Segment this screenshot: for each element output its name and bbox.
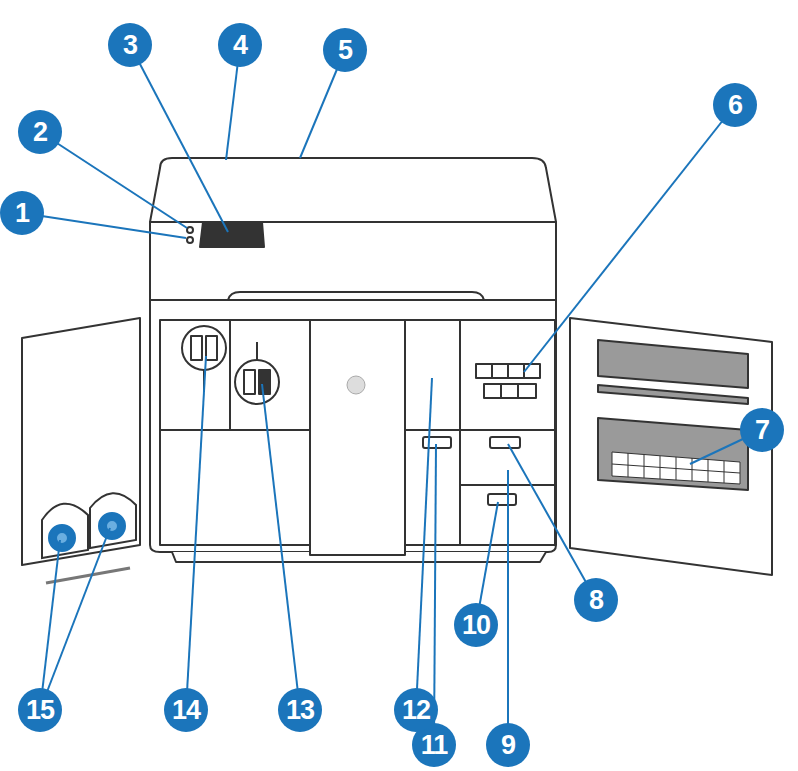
socket-slot [259,370,270,394]
status-light [187,227,193,233]
center-panel [310,320,405,555]
label-grid [612,452,740,484]
body-recess [228,292,484,300]
material-cartridge [49,525,75,551]
callout-number: 15 [18,688,62,732]
left-bay [160,320,310,545]
status-light [187,237,193,243]
callout-number: 13 [278,688,322,732]
door-panel [598,340,748,388]
leader-lines [22,45,762,745]
callout-number: 6 [713,83,757,127]
right-bay [405,320,555,545]
right-door [570,318,772,575]
callout-number: 10 [454,603,498,647]
drawer-handle [488,494,516,505]
drawer-handle [490,437,520,448]
callout-number: 12 [394,688,438,732]
bay-divider [459,320,461,545]
callout-number: 8 [574,578,618,622]
lid-front [150,222,556,300]
lid-top [150,158,556,222]
door-stripe [598,385,748,404]
socket-slot [191,336,202,360]
socket-ring [235,360,279,404]
callout-number: 3 [108,23,152,67]
callout-number: 2 [18,110,62,154]
cartridge-bay [42,504,88,558]
callout-number: 7 [740,408,784,452]
left-door [22,318,140,565]
material-cartridge [99,513,125,539]
socket-slot [206,336,217,360]
callout-number: 5 [323,28,367,72]
door-panel [598,418,748,490]
callout-number: 14 [164,688,208,732]
printhead-slot [476,364,540,378]
bay-divider [160,429,310,431]
callout-number: 4 [218,23,262,67]
drawer-handle [423,437,451,448]
bay-divider [229,320,231,430]
bay-divider [405,429,555,431]
cartridge-bay [90,493,136,548]
logo-mark [347,376,365,394]
socket-slot [244,370,255,394]
printhead-slot [484,384,536,398]
door-slot [46,568,130,583]
material-cartridge [56,532,68,544]
socket-ring [182,326,226,370]
callout-number: 1 [0,191,44,235]
material-cartridge [106,520,118,532]
callout-number: 9 [486,723,530,767]
touch-screen [200,222,264,247]
